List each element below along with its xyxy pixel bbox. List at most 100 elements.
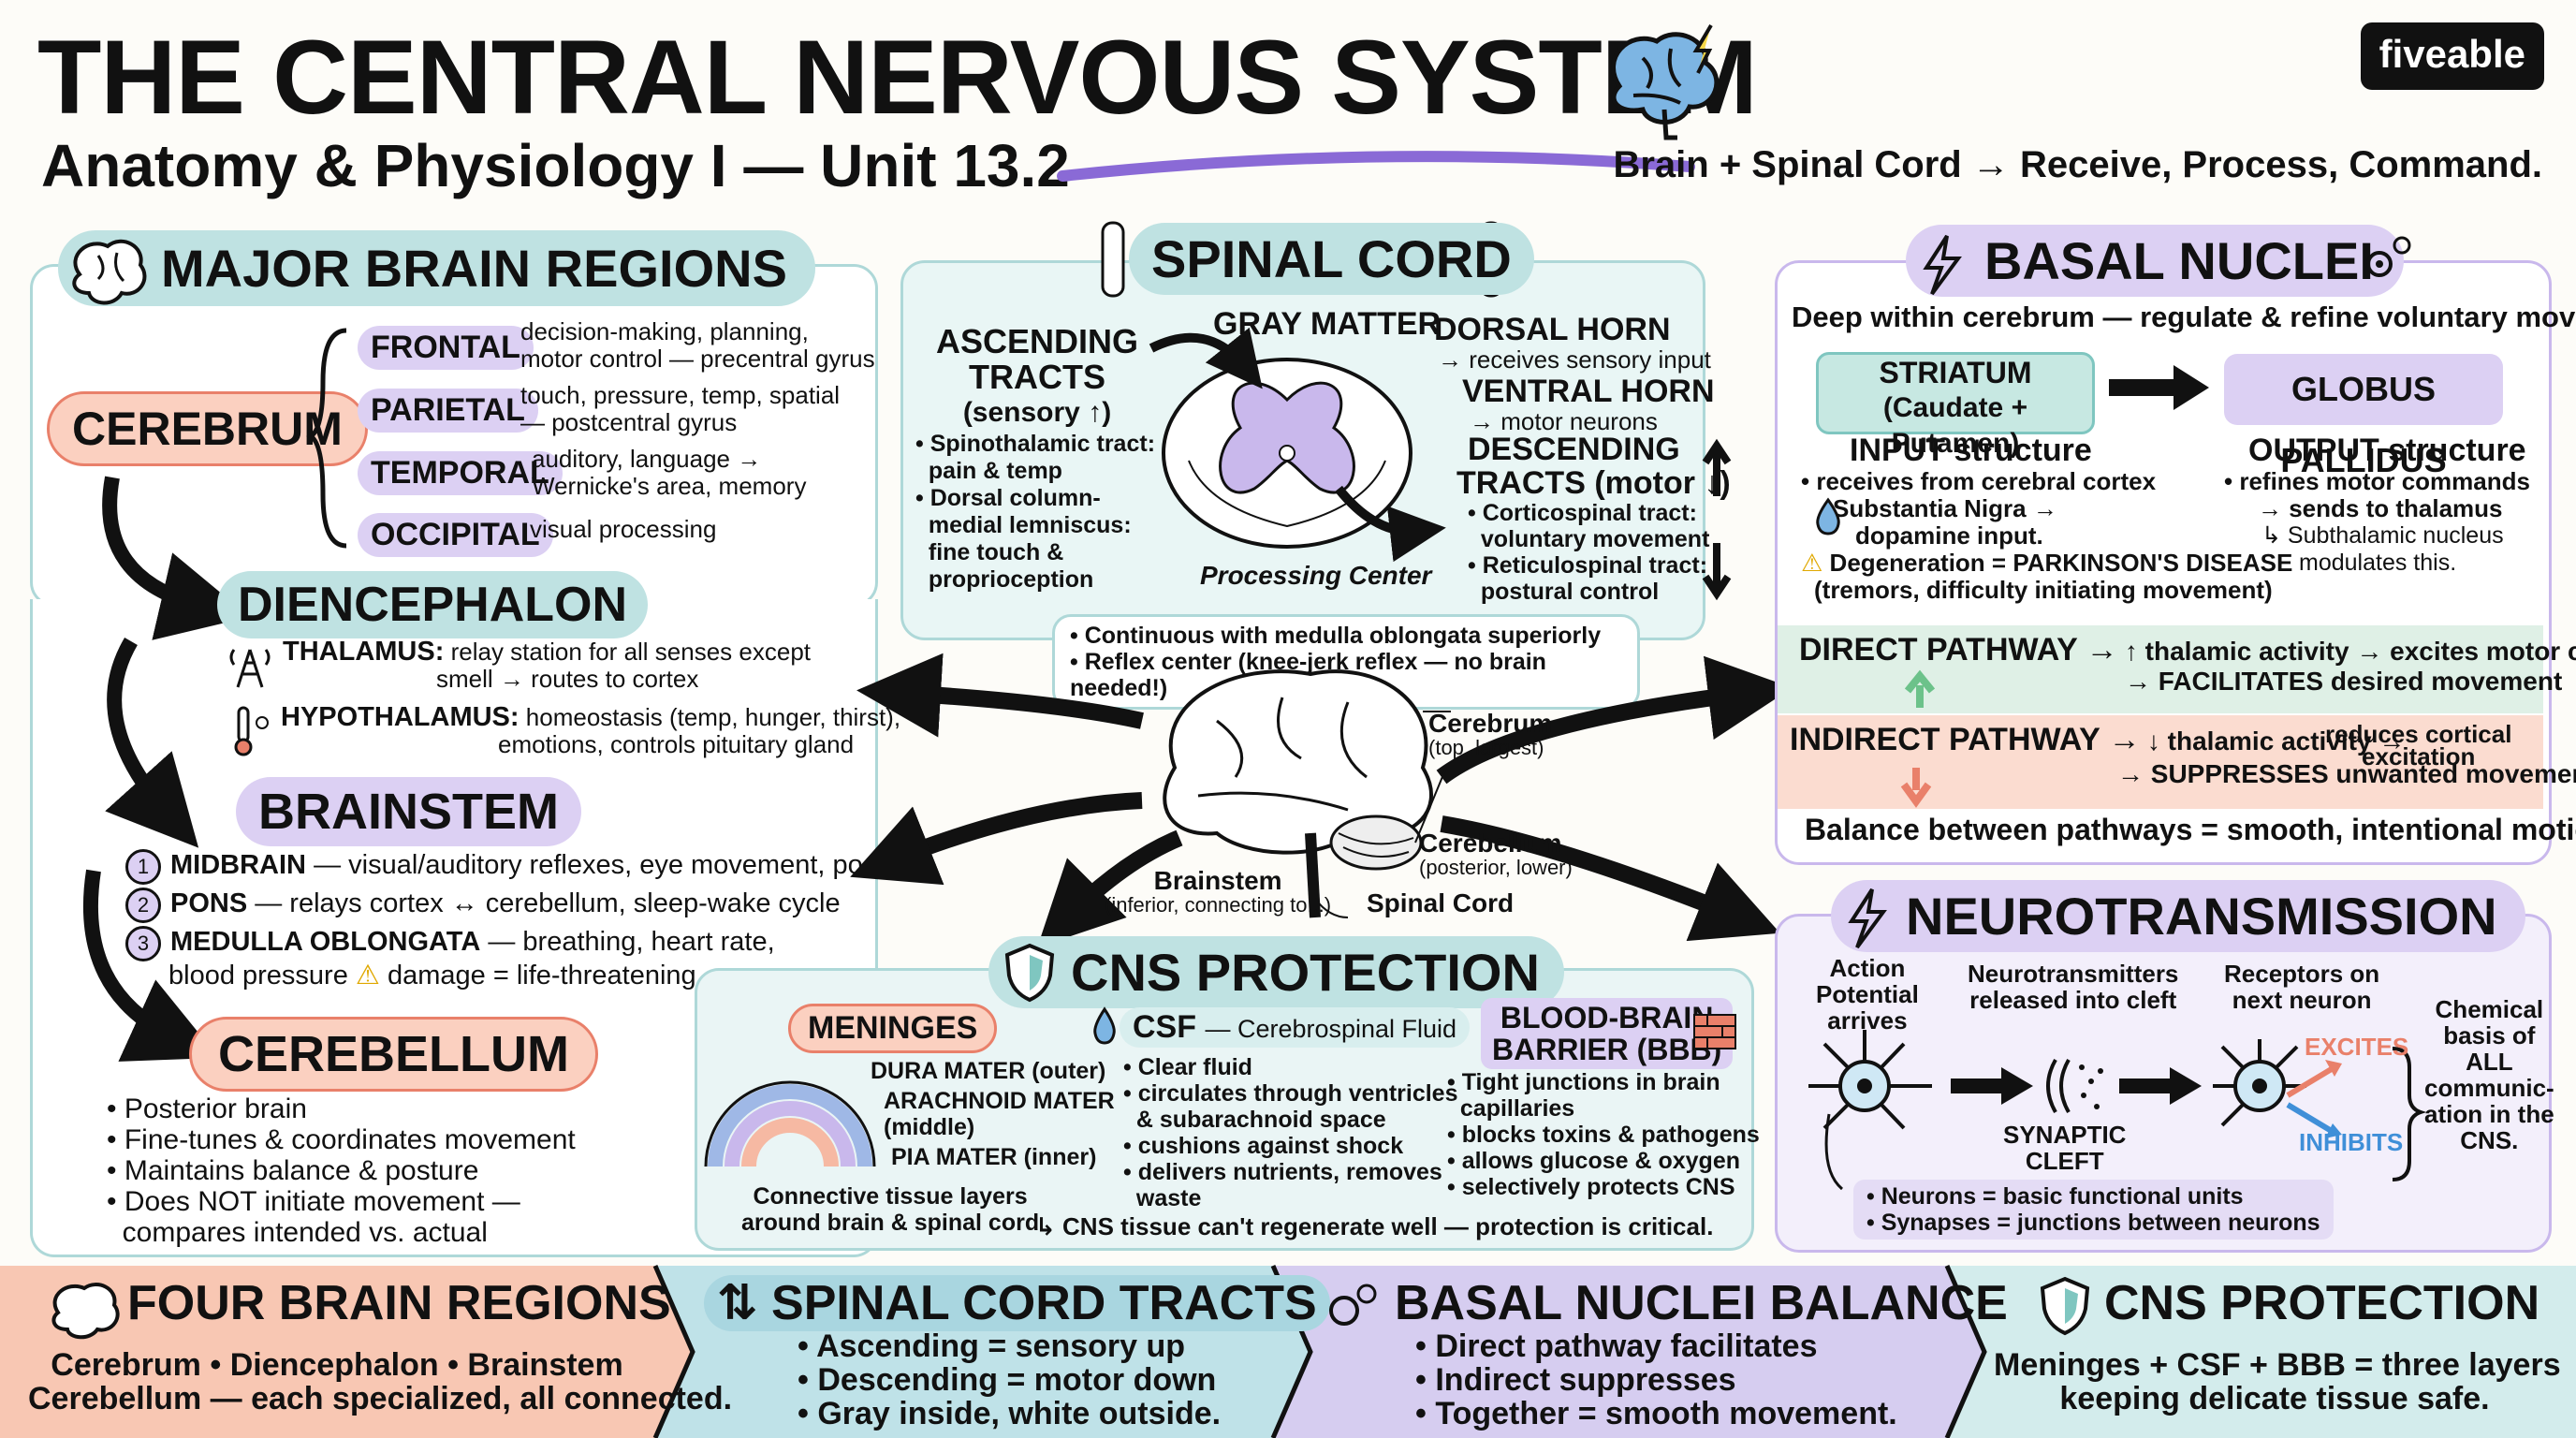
lobe-frontal-desc: decision-making, planning,motor control … bbox=[520, 317, 875, 373]
brain-icon bbox=[51, 1283, 120, 1340]
lobe-parietal-desc: touch, pressure, temp, spatial— postcent… bbox=[520, 381, 841, 436]
cerebrum-label: CEREBRUM bbox=[47, 391, 368, 466]
lobe-frontal: FRONTAL bbox=[358, 326, 534, 370]
inhibits-label: INHIBITS bbox=[2299, 1128, 2404, 1156]
csf-label: CSF — Cerebrospinal Fluid bbox=[1120, 1007, 1471, 1048]
processing-center-label: Processing Center bbox=[1200, 561, 1432, 590]
ventral-horn-desc: VENTRAL HORN → motor neurons bbox=[1462, 374, 1715, 435]
cerebellum-label: CEREBELLUM bbox=[189, 1017, 598, 1092]
meninges-label: MENINGES bbox=[788, 1004, 998, 1053]
descending-tracts: DESCENDING TRACTS (motor ↓) • Corticospi… bbox=[1456, 432, 1731, 605]
summary-spinal-title: ⇅ SPINAL CORD TRACTS bbox=[704, 1275, 1330, 1331]
central-cerebellum-label: Cerebellum (posterior, lower) bbox=[1419, 829, 1573, 879]
input-structure: INPUT structure • receives from cerebral… bbox=[1801, 433, 2293, 604]
striatum-box: STRIATUM (Caudate + Putamen) bbox=[1816, 352, 2095, 459]
gray-matter-label: GRAY MATTER bbox=[1213, 306, 1442, 342]
ascending-tracts-title: ASCENDING TRACTS (sensory ↑) bbox=[936, 322, 1139, 429]
page-title: THE CENTRAL NERVOUS SYSTEM bbox=[37, 19, 1758, 136]
direct-pathway-band bbox=[1778, 625, 2543, 713]
cerebellum-list: • Posterior brain • Fine-tunes & coordin… bbox=[107, 1093, 576, 1248]
droplet-icon bbox=[1093, 1006, 1116, 1045]
droplet-icon bbox=[1816, 497, 1840, 536]
globus-pallidus-box: GLOBUS PALLIDUS bbox=[2224, 354, 2503, 479]
lightning-icon bbox=[1848, 888, 1887, 949]
basal-nuclei-title: BASAL NUCLEI bbox=[1906, 225, 2404, 297]
lobe-occipital-desc: visual processing bbox=[530, 515, 717, 543]
indirect-pathway-band bbox=[1778, 715, 2543, 809]
thalamus-desc: THALAMUS: relay station for all senses e… bbox=[283, 637, 812, 693]
right-arrow bbox=[2109, 365, 2209, 410]
bbb-list: • Tight junctions in brain capillaries• … bbox=[1447, 1069, 1760, 1200]
page-subtitle: Anatomy & Physiology I — Unit 13.2 bbox=[41, 132, 1070, 199]
brain-icon bbox=[72, 239, 147, 305]
meninges-connective: Connective tissue layers around brain & … bbox=[741, 1183, 1040, 1236]
tagline: Brain + Spinal Cord → Receive, Process, … bbox=[1613, 144, 2542, 185]
basal-nuclei-subtitle: Deep within cerebrum — regulate & refine… bbox=[1792, 301, 2576, 333]
brain-regions-title: MAJOR BRAIN REGIONS bbox=[58, 230, 815, 306]
indirect-pathway: INDIRECT PATHWAY → ↓ thalamic activity →… bbox=[1790, 720, 2576, 788]
cns-protection-footer: ↳ CNS tissue can't regenerate well — pro… bbox=[1035, 1212, 1714, 1240]
brainstem-label: BRAINSTEM bbox=[236, 777, 581, 846]
lobe-occipital: OCCIPITAL bbox=[358, 513, 553, 557]
hypothalamus-desc: HYPOTHALAMUS: homeostasis (temp, hunger,… bbox=[281, 702, 901, 758]
gear-icon bbox=[1329, 1284, 1377, 1326]
lightning-icon bbox=[1923, 234, 1962, 296]
up-arrow-icon bbox=[1904, 669, 1936, 708]
relay-tower-icon bbox=[229, 649, 271, 688]
lobe-parietal: PARIETAL bbox=[358, 389, 538, 433]
meninges-layers-icon bbox=[704, 1080, 876, 1167]
bbb-label: BLOOD-BRAIN BARRIER (BBB) bbox=[1481, 998, 1734, 1069]
central-brainstem-label: Brainstem (inferior, connecting to...) bbox=[1105, 866, 1332, 917]
diencephalon-label: DIENCEPHALON bbox=[217, 571, 649, 638]
central-spinal-cord-label: Spinal Cord bbox=[1367, 888, 1515, 917]
bottom-strip-background bbox=[0, 1265, 2576, 1438]
neurotransmission-title: NEUROTRANSMISSION bbox=[1831, 880, 2525, 952]
balance-note: Balance between pathways = smooth, inten… bbox=[1805, 813, 2576, 846]
fiveable-logo: fiveable bbox=[2360, 22, 2544, 90]
down-arrow-icon bbox=[1900, 768, 1932, 808]
direct-pathway: DIRECT PATHWAY → ↑ thalamic activity → e… bbox=[1799, 632, 2576, 696]
shield-icon bbox=[2040, 1276, 2090, 1336]
central-cerebrum-label: Cerebrum (top, largest) bbox=[1428, 709, 1553, 759]
warning-icon: ⚠ bbox=[1801, 549, 1823, 577]
thermometer-icon bbox=[234, 706, 269, 756]
central-brain-diagram bbox=[850, 653, 1793, 947]
summary-basal-title: BASAL NUCLEI BALANCE bbox=[1395, 1276, 2008, 1330]
brain-lightning-icon bbox=[1611, 23, 1720, 140]
flow-arrows bbox=[83, 476, 250, 1062]
spinal-cord-title: SPINAL CORD bbox=[1129, 223, 1534, 295]
shield-icon bbox=[1004, 943, 1055, 1003]
summary-basal-body: • Direct pathway facilitates• Indirect s… bbox=[1415, 1328, 1897, 1431]
neurotransmission-notes: • Neurons = basic functional units • Syn… bbox=[1853, 1180, 2334, 1240]
summary-protection-title: CNS PROTECTION bbox=[2104, 1276, 2540, 1330]
dorsal-horn-desc: DORSAL HORN → receives sensory input bbox=[1434, 312, 1711, 374]
up-down-arrows bbox=[1702, 438, 1732, 601]
ascending-tracts-list: • Spinothalamic tract: pain & temp• Dors… bbox=[915, 431, 1156, 593]
summary-brain-regions-title: FOUR BRAIN REGIONS bbox=[127, 1276, 671, 1330]
lobe-temporal-desc: auditory, language →Wernicke's area, mem… bbox=[532, 445, 807, 500]
csf-list: • Clear fluid• circulates through ventri… bbox=[1123, 1054, 1458, 1211]
lobe-brace bbox=[306, 328, 347, 549]
brick-wall-icon bbox=[1693, 1014, 1736, 1049]
summary-spinal-body: • Ascending = sensory up• Descending = m… bbox=[798, 1328, 1222, 1431]
lobe-temporal: TEMPORAL bbox=[358, 451, 563, 495]
excites-label: EXCITES bbox=[2305, 1033, 2409, 1061]
gear-icon bbox=[2366, 236, 2411, 277]
accent-underline bbox=[1057, 151, 1695, 182]
output-structure: OUTPUT structure • refines motor command… bbox=[2224, 433, 2530, 576]
cns-protection-title: CNS PROTECTION bbox=[988, 936, 1564, 1008]
spinal-cross-section bbox=[1149, 327, 1446, 563]
meninges-layers: DURA MATER (outer) ARACHNOID MATER (midd… bbox=[871, 1058, 1115, 1170]
warning-icon: ⚠ bbox=[355, 961, 380, 990]
